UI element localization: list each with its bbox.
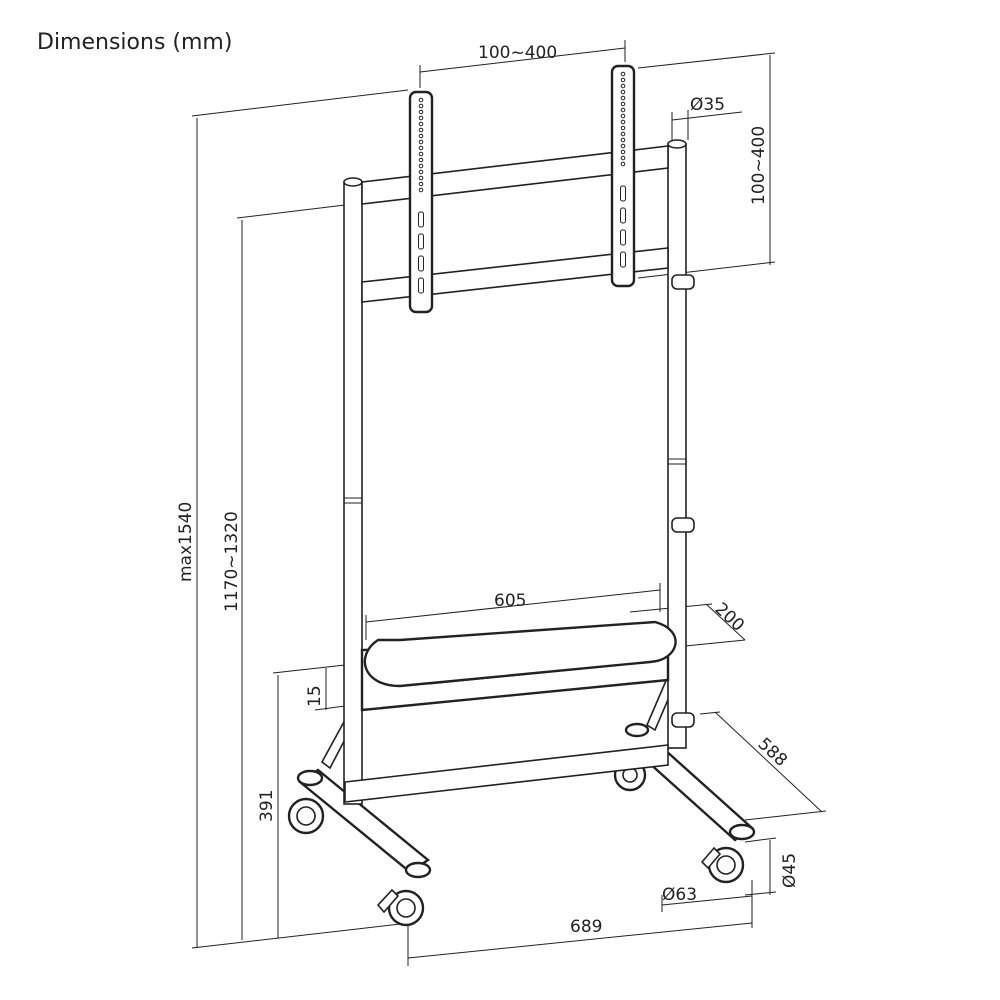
mounting-hole	[418, 115, 424, 121]
mounting-hole	[620, 77, 626, 83]
dim-shelf-height: 391	[257, 790, 277, 822]
mounting-hole	[620, 155, 626, 161]
mounting-hole	[418, 121, 424, 127]
dim-shelf-width: 605	[494, 591, 526, 611]
mounting-hole	[418, 97, 424, 103]
mounting-slot	[620, 251, 626, 268]
cable-clip	[671, 517, 695, 533]
vesa-plate-right	[610, 64, 636, 288]
diagram-title: Dimensions (mm)	[37, 30, 233, 55]
base-crossbar	[344, 744, 669, 803]
right-upright	[667, 143, 687, 749]
mounting-hole	[418, 187, 424, 193]
mounting-hole	[418, 127, 424, 133]
mounting-hole	[620, 149, 626, 155]
dim-base-width: 689	[570, 917, 602, 937]
mounting-hole	[620, 137, 626, 143]
upper-crossbar	[361, 145, 669, 205]
mounting-hole	[620, 89, 626, 95]
dim-pole-diameter: Ø35	[690, 95, 725, 115]
cable-clip	[671, 274, 695, 290]
mounting-slot	[620, 229, 626, 246]
mounting-hole	[620, 119, 626, 125]
shelf-top	[363, 620, 677, 688]
mounting-hole	[418, 181, 424, 187]
dim-shelf-depth: 200	[711, 599, 748, 636]
mounting-slot	[418, 277, 424, 294]
uprights	[343, 139, 695, 805]
leg-cap-front	[404, 861, 432, 879]
mounting-hole	[620, 125, 626, 131]
mounting-hole	[620, 113, 626, 119]
dim-shelf-thickness: 15	[305, 685, 325, 707]
mounting-slot	[418, 255, 424, 272]
mounting-hole	[620, 71, 626, 77]
mounting-hole	[620, 83, 626, 89]
mounting-hole	[418, 139, 424, 145]
dim-caster-diameter: Ø63	[662, 885, 697, 905]
dim-vesa-height: 100~400	[749, 126, 769, 205]
left-upright	[343, 181, 363, 805]
dim-vesa-width: 100~400	[478, 43, 557, 63]
shelf	[360, 620, 677, 712]
caster-front-center	[376, 888, 425, 927]
mounting-hole	[418, 157, 424, 163]
dim-height-range: 1170~1320	[222, 511, 242, 612]
dim-base-depth: 588	[754, 734, 791, 771]
mounting-slot	[418, 211, 424, 228]
caster-front-right	[700, 846, 745, 884]
lower-crossbar	[361, 247, 669, 303]
mounting-slot	[620, 185, 626, 202]
mounting-slot	[418, 233, 424, 250]
caster-brake	[376, 888, 400, 914]
caster-front-left	[287, 797, 325, 835]
mounting-hole	[418, 109, 424, 115]
leg-cap-back	[624, 722, 650, 738]
mounting-slot	[620, 207, 626, 224]
leg-cap-left	[296, 769, 324, 787]
mounting-hole	[620, 101, 626, 107]
mounting-hole	[620, 131, 626, 137]
dim-caster-height: Ø45	[780, 853, 800, 888]
mounting-hole	[620, 107, 626, 113]
vesa-plate-left	[408, 90, 434, 314]
mounting-hole	[418, 133, 424, 139]
vesa-plates	[408, 64, 636, 314]
caster-brake	[700, 846, 722, 870]
mounting-hole	[620, 143, 626, 149]
mounting-hole	[418, 145, 424, 151]
leg-cap-right	[728, 823, 756, 841]
mounting-hole	[418, 103, 424, 109]
mounting-hole	[620, 95, 626, 101]
mounting-hole	[418, 163, 424, 169]
mounting-hole	[620, 161, 626, 167]
dimension-lines	[191, 40, 827, 966]
mounting-hole	[418, 169, 424, 175]
dim-max-height: max1540	[176, 502, 196, 582]
casters	[287, 722, 756, 927]
mounting-hole	[418, 151, 424, 157]
cable-clip	[671, 712, 695, 728]
mounting-hole	[418, 175, 424, 181]
crossbars	[344, 145, 669, 803]
